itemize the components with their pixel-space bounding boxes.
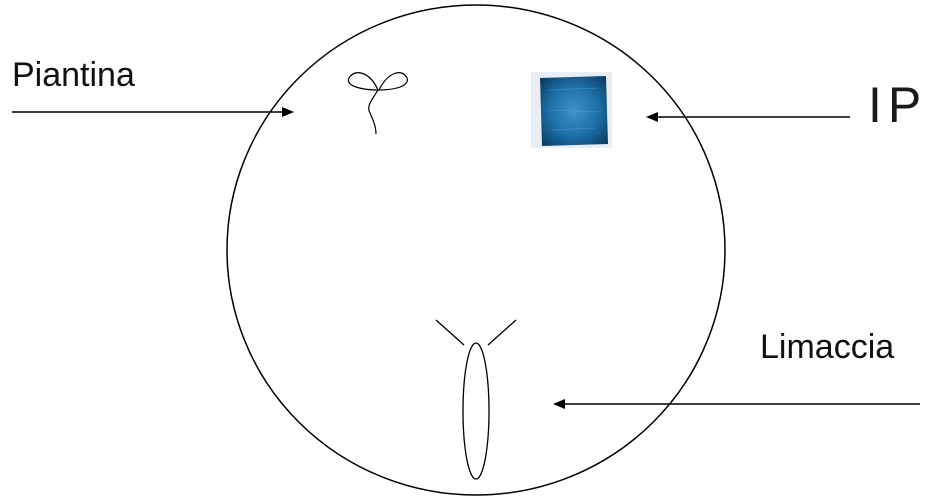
blue-square (531, 72, 612, 148)
plant-label: Piantina (12, 58, 135, 92)
dish-circle (227, 5, 725, 495)
slug-drawing (436, 320, 516, 479)
slug-label: Limaccia (760, 330, 894, 364)
sprout-drawing (348, 73, 407, 134)
partial-right-label: IP (868, 80, 927, 130)
